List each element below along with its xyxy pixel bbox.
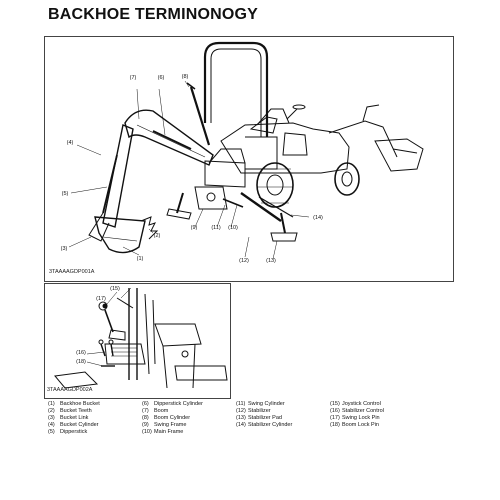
callout-4: (4) (66, 140, 74, 146)
callout-18: (18) (76, 359, 86, 365)
legend-item: (7)Boom (142, 408, 169, 414)
callout-11: (11) (211, 225, 221, 231)
callout-5: (5) (61, 191, 69, 197)
legend-item: (16)Stabilizer Control (330, 408, 384, 414)
legend-column-4: (15)Joystick Control (16)Stabilizer Cont… (330, 401, 424, 436)
legend-item: (11)Swing Cylinder (236, 401, 285, 407)
callout-13: (13) (266, 258, 276, 264)
parts-legend: (1)Backhoe Bucket (2)Bucket Teeth (3)Buc… (48, 401, 468, 436)
callout-3: (3) (60, 246, 68, 252)
callout-9: (9) (190, 225, 198, 231)
legend-item: (12)Stabilizer (236, 408, 271, 414)
callout-2: (2) (153, 233, 161, 239)
legend-item: (17)Swing Lock Pin (330, 415, 380, 421)
callout-14: (14) (313, 215, 323, 221)
legend-column-3: (11)Swing Cylinder (12)Stabilizer (13)St… (236, 401, 330, 436)
figure-code-top: 3TAAAAGDP001A (49, 269, 95, 275)
legend-item: (3)Bucket Link (48, 415, 89, 421)
legend-item: (2)Bucket Teeth (48, 408, 92, 414)
controls-line-drawing (54, 287, 228, 389)
legend-item: (9)Swing Frame (142, 422, 187, 428)
callout-7: (7) (129, 75, 137, 81)
legend-item: (1)Backhoe Bucket (48, 401, 100, 407)
backhoe-line-drawing (68, 41, 424, 260)
callout-10: (10) (228, 225, 238, 231)
callout-6: (6) (157, 75, 165, 81)
page-title: BACKHOE TERMINONOGY (48, 6, 259, 23)
legend-item: (4)Bucket Cylinder (48, 422, 99, 428)
callout-17: (17) (96, 296, 106, 302)
legend-column-1: (1)Backhoe Bucket (2)Bucket Teeth (3)Buc… (48, 401, 142, 436)
backhoe-overview-figure: (7) (6) (8) (4) (5) (3) (2) (1) (9) (11)… (44, 36, 454, 282)
callout-1: (1) (136, 256, 144, 262)
legend-item: (10)Main Frame (142, 429, 184, 435)
legend-item: (13)Stabilizer Pad (236, 415, 282, 421)
legend-item: (14)Stabilizer Cylinder (236, 422, 293, 428)
legend-item: (15)Joystick Control (330, 401, 381, 407)
callout-16: (16) (76, 350, 86, 356)
callout-15: (15) (110, 286, 120, 292)
legend-column-2: (6)Dipperstick Cylinder (7)Boom (8)Boom … (142, 401, 236, 436)
legend-item: (6)Dipperstick Cylinder (142, 401, 203, 407)
figure-code-bottom: 3TAAAAGDP002A (47, 387, 93, 393)
legend-item: (5)Dipperstick (48, 429, 88, 435)
callout-8: (8) (181, 74, 189, 80)
callout-12: (12) (239, 258, 249, 264)
legend-item: (18)Boom Lock Pin (330, 422, 379, 428)
backhoe-controls-figure: (15) (17) (16) (18) 3TAAAAGDP002A (44, 283, 231, 399)
legend-item: (8)Boom Cylinder (142, 415, 191, 421)
